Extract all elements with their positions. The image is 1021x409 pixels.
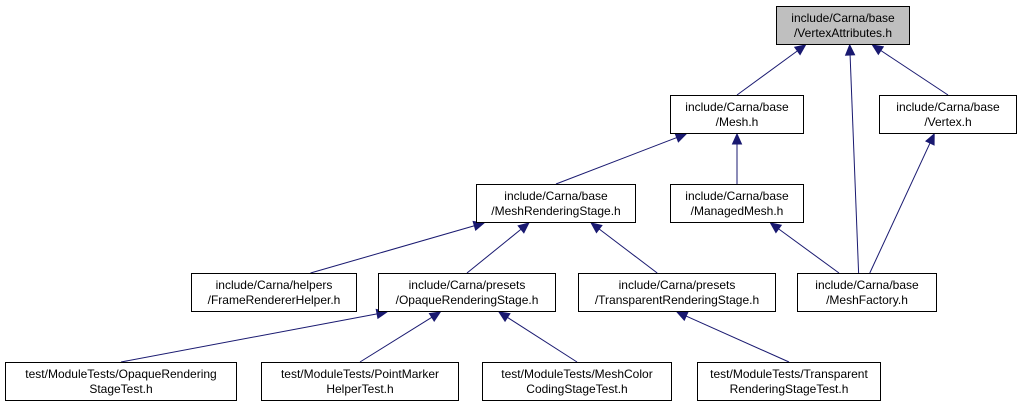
node-line1: test/ModuleTests/Transparent [710,366,868,381]
node-line2: /VertexAttributes.h [793,25,893,40]
edge-arrowhead [498,311,511,323]
edge-arrowhead [674,132,688,143]
edge-arrowhead [925,132,935,146]
node-line1: test/ModuleTests/MeshColor [501,366,653,381]
node-mesh-color-coding-stage-test[interactable]: test/ModuleTests/MeshColor CodingStageTe… [482,362,672,401]
edge-arrowhead [428,311,442,323]
node-line2: /FrameRendererHelper.h [207,292,341,307]
edge-arrowhead [769,222,783,234]
node-line1: include/Carna/presets [408,277,526,292]
node-line1: include/Carna/base [896,99,1000,114]
node-line2: HelperTest.h [326,381,394,396]
node-line2: /MeshFactory.h [826,292,908,307]
edge-arrowhead [675,311,689,322]
edge-opaque-rendering-stage-test-to-opaque-rendering-stage [120,313,378,363]
edge-transparent-rendering-stage-test-to-transparent-rendering-stage [685,315,790,363]
edge-mesh-color-coding-stage-test-to-opaque-rendering-stage [507,316,578,363]
node-line1: include/Carna/base [685,188,789,203]
node-line1: test/ModuleTests/OpaqueRendering [25,366,217,381]
node-line2: /Vertex.h [924,114,972,129]
node-point-marker-helper-test[interactable]: test/ModuleTests/PointMarker HelperTest.… [261,362,459,401]
edge-arrowhead [731,132,743,145]
node-line1: include/Carna/base [504,188,608,203]
node-opaque-rendering-stage[interactable]: include/Carna/presets /OpaqueRenderingSt… [378,273,556,312]
node-line2: CodingStageTest.h [526,381,628,396]
node-frame-renderer-helper[interactable]: include/Carna/helpers /FrameRendererHelp… [191,273,357,312]
edge-mesh-factory-to-managed-mesh [778,228,840,274]
node-mesh-factory[interactable]: include/Carna/base /MeshFactory.h [797,273,937,312]
node-line2: /OpaqueRenderingStage.h [395,292,539,307]
node-line1: include/Carna/base [685,99,789,114]
node-mesh[interactable]: include/Carna/base /Mesh.h [670,95,804,134]
edge-opaque-rendering-stage-to-mesh-rendering-stage [466,228,522,274]
node-line1: include/Carna/base [815,277,919,292]
edge-arrowhead [590,222,603,234]
edge-mesh-factory-to-vertex [869,142,931,274]
node-transparent-rendering-stage[interactable]: include/Carna/presets /TransparentRender… [578,273,776,312]
edge-mesh-to-vertex-attributes [736,50,798,96]
node-line2: RenderingStageTest.h [729,381,849,396]
node-managed-mesh[interactable]: include/Carna/base /ManagedMesh.h [670,184,804,223]
node-vertex[interactable]: include/Carna/base /Vertex.h [879,95,1017,134]
node-line2: StageTest.h [89,381,153,396]
node-line1: include/Carna/presets [618,277,736,292]
node-line1: test/ModuleTests/PointMarker [280,366,440,381]
node-mesh-rendering-stage[interactable]: include/Carna/base /MeshRenderingStage.h [476,184,636,223]
node-transparent-rendering-stage-test[interactable]: test/ModuleTests/Transparent RenderingSt… [697,362,881,401]
edge-point-marker-helper-test-to-opaque-rendering-stage [359,316,433,363]
edge-arrowhead [844,43,856,56]
node-line1: include/Carna/base [791,10,895,25]
edge-vertex-to-vertex-attributes [880,50,949,96]
edge-mesh-rendering-stage-to-mesh [555,137,677,185]
node-opaque-rendering-stage-test[interactable]: test/ModuleTests/OpaqueRendering StageTe… [5,362,237,401]
node-line2: /MeshRenderingStage.h [491,203,621,218]
node-line1: include/Carna/helpers [215,277,333,292]
edge-arrowhead [793,44,807,56]
edge-mesh-factory-to-vertex-attributes [849,54,860,274]
node-line2: /Mesh.h [715,114,759,129]
edge-frame-renderer-helper-to-mesh-rendering-stage [310,225,475,274]
edge-arrowhead [871,44,885,56]
edge-transparent-rendering-stage-to-mesh-rendering-stage [598,228,658,274]
node-line2: /TransparentRenderingStage.h [594,292,760,307]
edge-arrowhead [517,222,530,234]
node-vertex-attributes[interactable]: include/Carna/base /VertexAttributes.h [776,6,910,45]
node-line2: /ManagedMesh.h [690,203,784,218]
